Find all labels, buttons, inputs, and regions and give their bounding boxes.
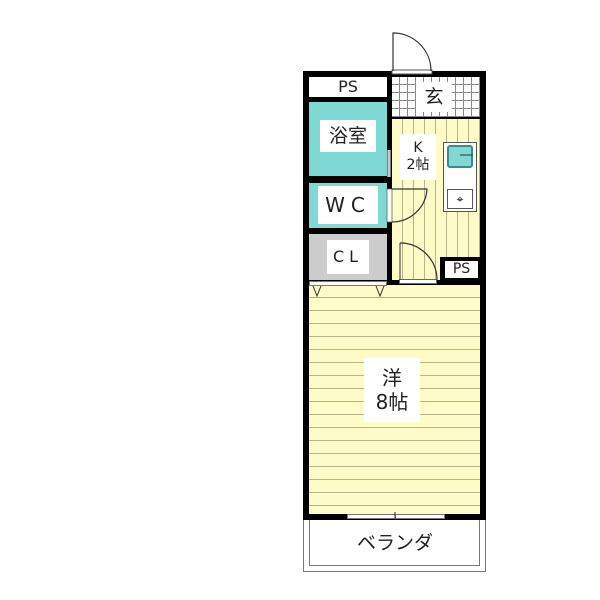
western-room-label: 洋 8帖 <box>364 358 420 422</box>
closet-label: CL <box>327 240 369 274</box>
toilet-label: WC <box>318 186 378 224</box>
veranda-outline <box>303 516 486 572</box>
ps-kitchen-label: PS <box>445 261 478 278</box>
bathroom-label: 浴室 <box>320 120 376 152</box>
veranda-label: ベランダ <box>356 531 433 554</box>
closet-door-strip <box>309 281 387 286</box>
kitchen-label-size: 2帖 <box>406 157 430 173</box>
western-room-label-type: 洋 <box>382 366 402 390</box>
entrance-label: 玄 <box>416 82 452 112</box>
veranda-inner <box>309 518 480 566</box>
kitchen-label: K 2帖 <box>400 134 436 180</box>
kitchen-label-k: K <box>413 140 423 157</box>
stove-icon: ⌖ <box>447 189 473 209</box>
kitchen-door-sill <box>399 279 437 284</box>
sink-icon <box>447 145 473 168</box>
ps-top-room: PS <box>309 77 387 97</box>
western-room-label-size: 8帖 <box>375 390 409 414</box>
ps-top-label: PS <box>338 77 358 97</box>
